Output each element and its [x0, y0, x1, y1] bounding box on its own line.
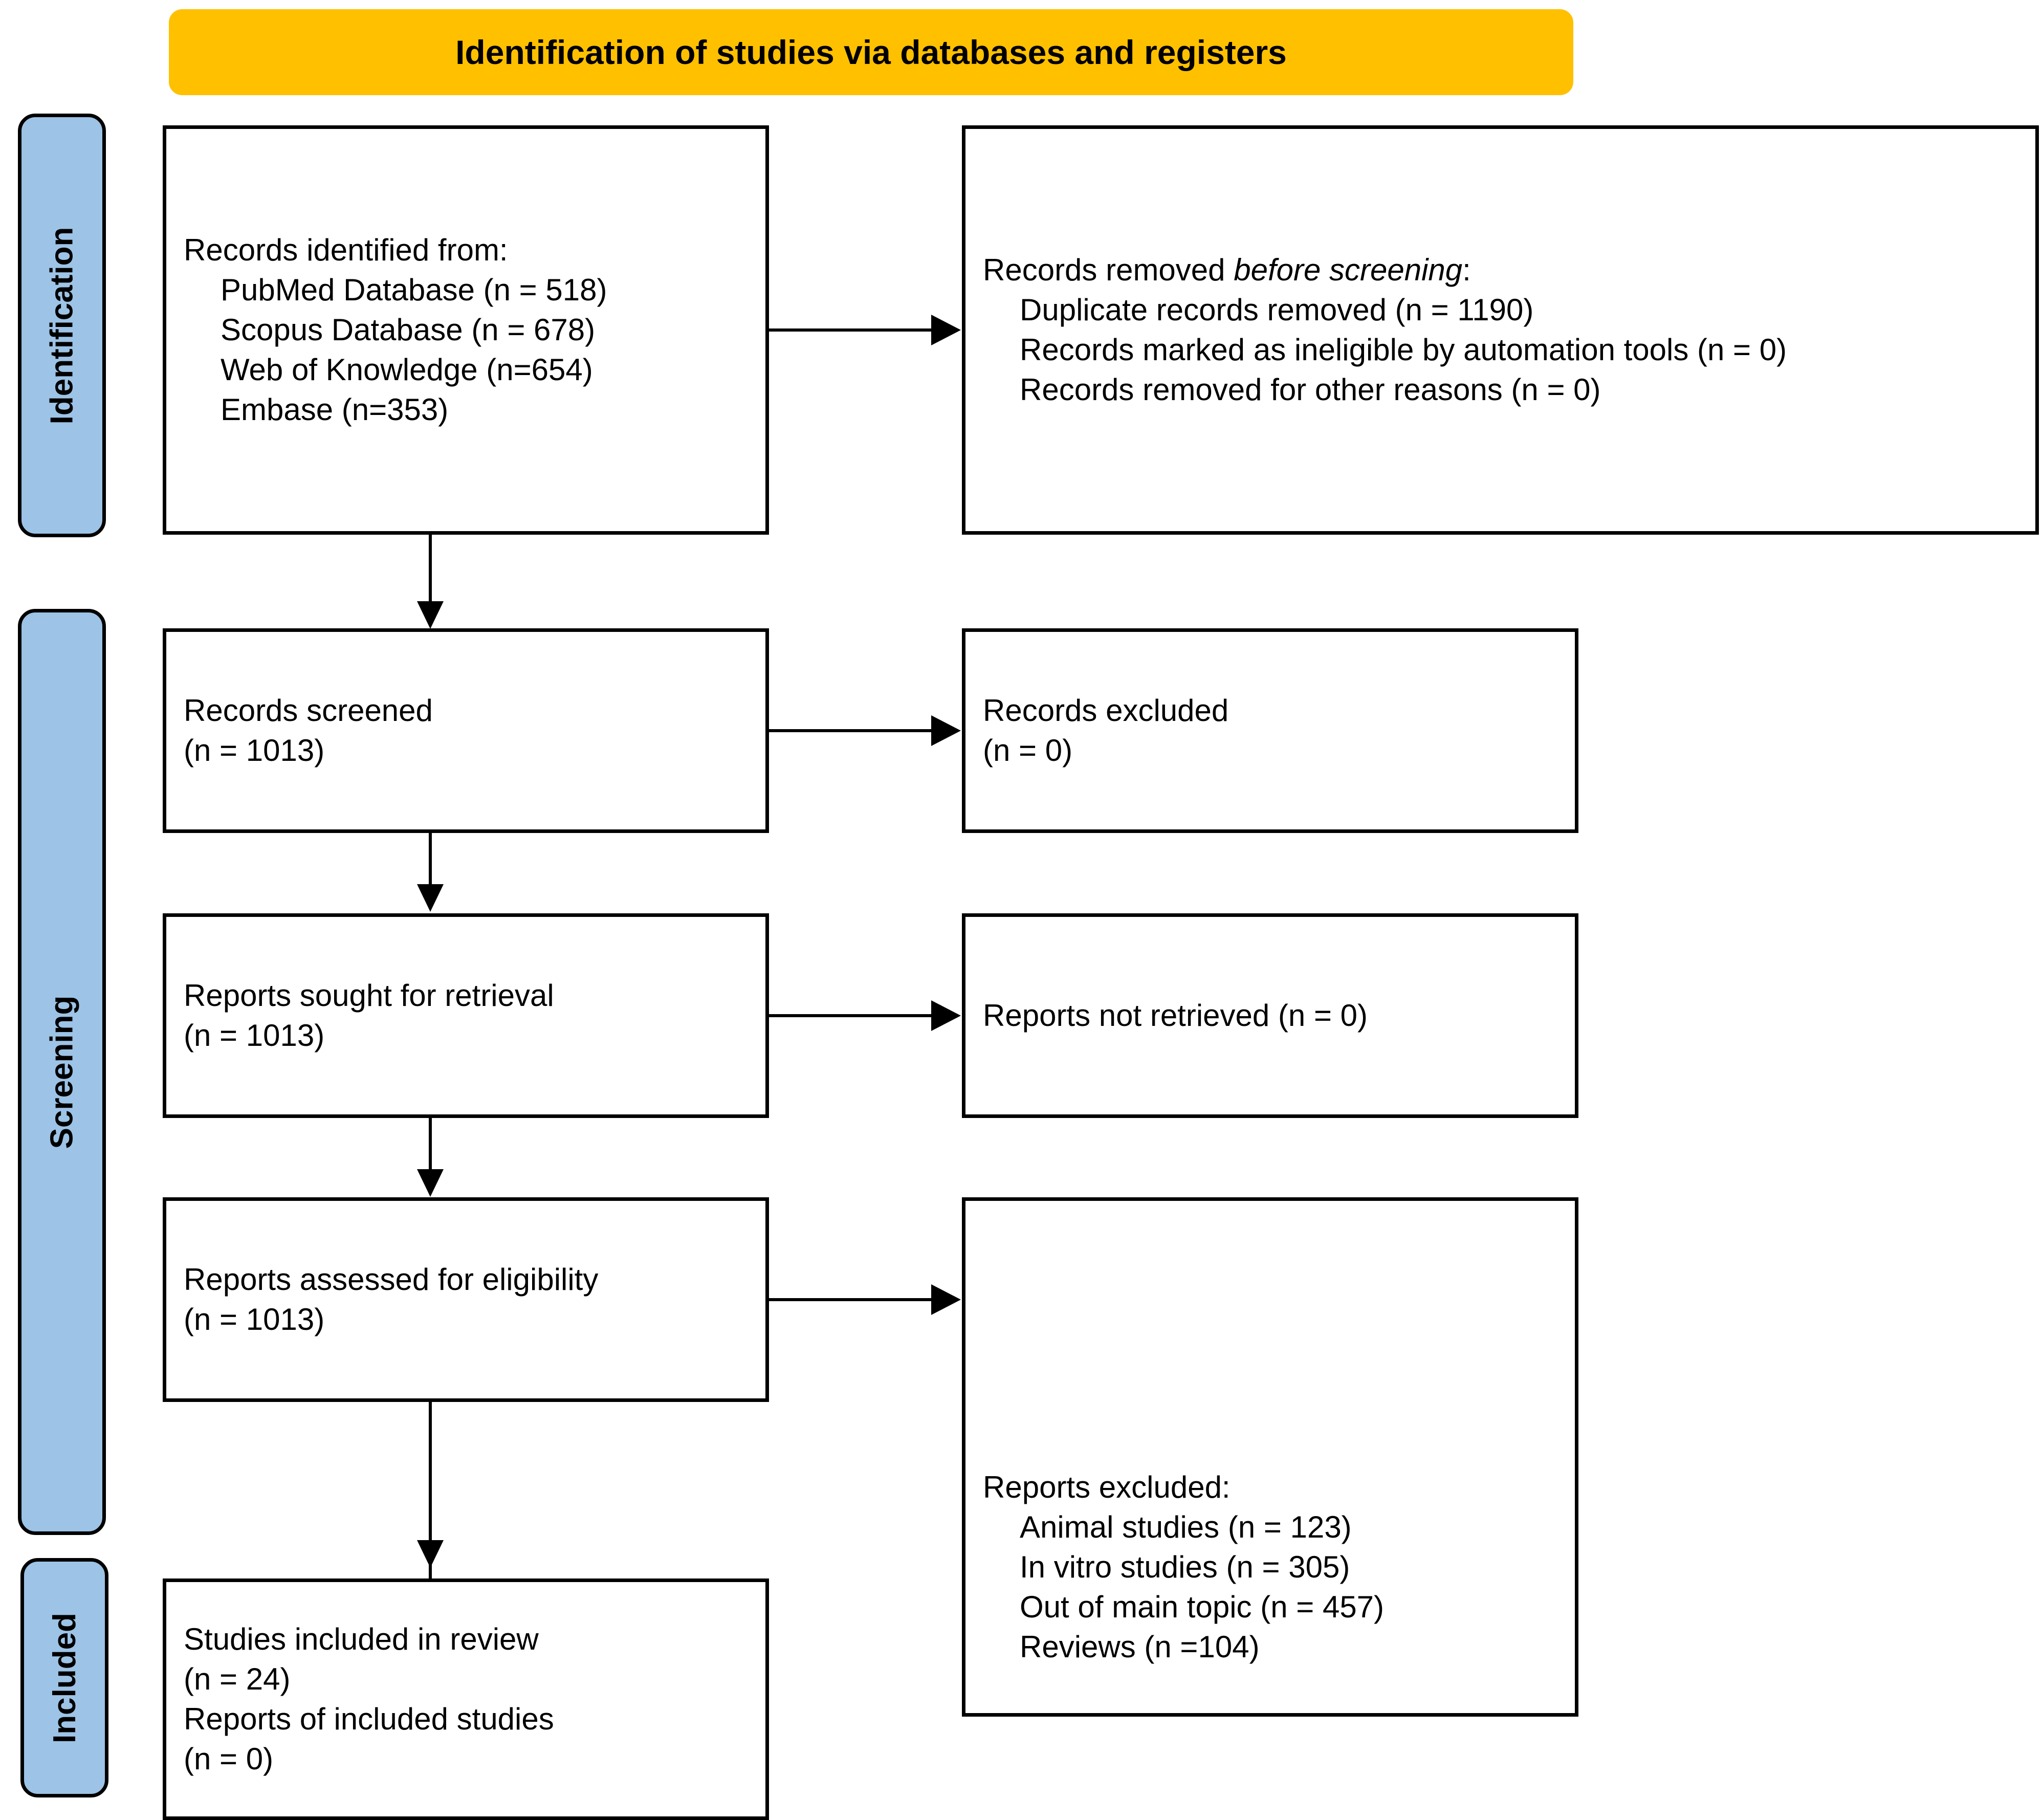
box-reports-excluded: Reports excluded: Animal studies (n = 12…	[962, 1197, 1578, 1717]
records-removed-item: Records marked as ineligible by automati…	[1020, 333, 1787, 367]
arrow-screened-to-sought-head	[417, 884, 444, 912]
stage-label-identification-text: Identification	[44, 227, 80, 424]
box-reports-assessed-for-eligibility: Reports assessed for eligibility (n = 10…	[163, 1197, 769, 1402]
records-identified-item: PubMed Database (n = 518)	[221, 273, 607, 307]
diagram-header-banner: Identification of studies via databases …	[169, 9, 1573, 95]
arrow-screened-to-excluded-line	[769, 729, 933, 732]
reports-excluded-item: Animal studies (n = 123)	[1020, 1509, 1352, 1544]
records-identified-item: Scopus Database (n = 678)	[221, 313, 596, 347]
records-removed-title-prefix: Records removed	[983, 253, 1234, 287]
reports-assessed-line2: (n = 1013)	[184, 1302, 325, 1336]
records-screened-line2: (n = 1013)	[184, 733, 325, 768]
arrow-sought-to-not-retrieved-line	[769, 1014, 933, 1017]
records-removed-title-italic: before screening	[1234, 253, 1463, 287]
stage-label-screening-text: Screening	[44, 995, 80, 1149]
studies-included-line2: (n = 24)	[184, 1662, 291, 1696]
box-records-identified: Records identified from: PubMed Database…	[163, 125, 769, 535]
records-removed-item: Records removed for other reasons (n = 0…	[1020, 372, 1601, 407]
stage-label-included-text: Included	[47, 1612, 82, 1743]
diagram-header-title: Identification of studies via databases …	[455, 33, 1287, 71]
arrow-screened-to-excluded-head	[931, 715, 961, 746]
records-identified-item: Web of Knowledge (n=654)	[221, 353, 593, 387]
reports-sought-line2: (n = 1013)	[184, 1018, 325, 1052]
box-reports-not-retrieved: Reports not retrieved (n = 0)	[962, 913, 1578, 1118]
reports-excluded-item: Out of main topic (n = 457)	[1020, 1589, 1385, 1624]
box-records-excluded: Records excluded (n = 0)	[962, 628, 1578, 833]
arrow-screened-to-sought-line	[429, 833, 432, 889]
records-excluded-line1: Records excluded	[983, 693, 1229, 728]
reports-sought-line1: Reports sought for retrieval	[184, 978, 554, 1013]
stage-label-identification: Identification	[18, 114, 106, 537]
reports-excluded-item: Reviews (n =104)	[1020, 1629, 1260, 1664]
reports-assessed-line1: Reports assessed for eligibility	[184, 1262, 599, 1297]
studies-included-line4: (n = 0)	[184, 1742, 274, 1776]
records-screened-line1: Records screened	[184, 693, 433, 728]
studies-included-line3: Reports of included studies	[184, 1702, 554, 1736]
records-removed-item: Duplicate records removed (n = 1190)	[1020, 293, 1534, 327]
box-records-screened: Records screened (n = 1013)	[163, 628, 769, 833]
records-identified-title: Records identified from:	[184, 233, 508, 267]
arrow-assessed-to-excluded-head	[931, 1284, 961, 1315]
arrow-identified-to-screened-line	[429, 535, 432, 606]
stage-label-included: Included	[20, 1558, 108, 1797]
stage-label-screening: Screening	[18, 609, 106, 1535]
arrow-sought-to-assessed-line	[429, 1118, 432, 1174]
records-removed-title-suffix: :	[1462, 253, 1471, 287]
box-studies-included-in-review: Studies included in review (n = 24) Repo…	[163, 1578, 769, 1820]
arrow-identified-to-screened-head	[417, 601, 444, 629]
box-records-removed-before-screening: Records removed before screening: Duplic…	[962, 125, 2039, 535]
reports-excluded-title: Reports excluded:	[983, 1470, 1231, 1504]
studies-included-line1: Studies included in review	[184, 1622, 539, 1656]
arrow-assessed-to-included-head	[417, 1540, 444, 1568]
arrow-identified-to-removed-head	[931, 315, 961, 345]
arrow-sought-to-not-retrieved-head	[931, 1000, 961, 1031]
arrow-identified-to-removed-line	[769, 328, 933, 332]
records-removed-title: Records removed before screening:	[983, 250, 2018, 290]
records-excluded-line2: (n = 0)	[983, 733, 1073, 768]
records-identified-item: Embase (n=353)	[221, 392, 449, 427]
arrow-sought-to-assessed-head	[417, 1169, 444, 1197]
reports-excluded-item: In vitro studies (n = 305)	[1020, 1549, 1350, 1584]
box-reports-sought-for-retrieval: Reports sought for retrieval (n = 1013)	[163, 913, 769, 1118]
arrow-assessed-to-excluded-line	[769, 1298, 933, 1301]
reports-not-retrieved-line1: Reports not retrieved (n = 0)	[983, 998, 1368, 1033]
